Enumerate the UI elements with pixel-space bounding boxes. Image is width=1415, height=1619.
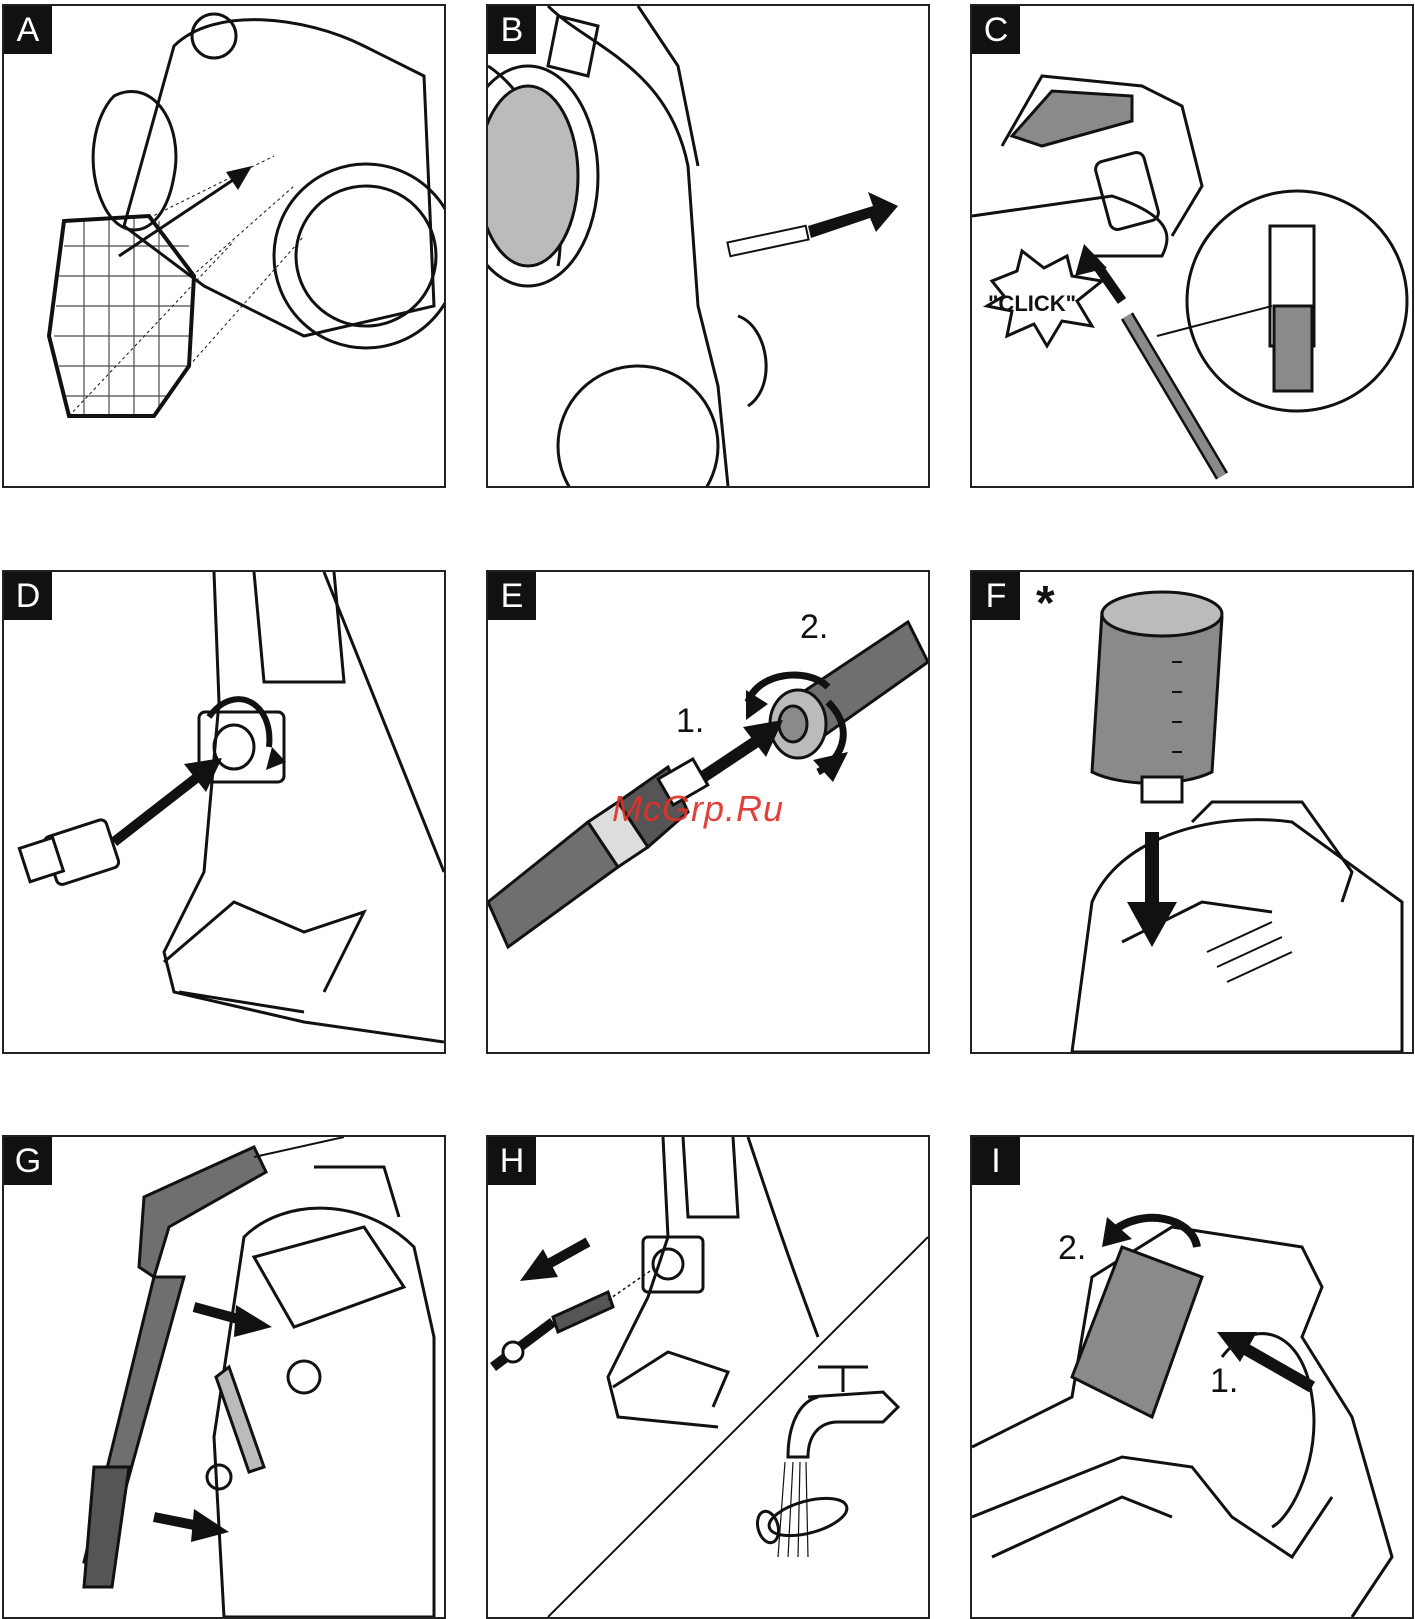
panel-label: E xyxy=(488,572,536,620)
watermark-text: McGrp.Ru xyxy=(612,788,784,830)
illustration-filter-mesh xyxy=(4,6,444,486)
panel-label: I xyxy=(972,1137,1020,1185)
illustration-lance-holder xyxy=(488,6,928,486)
panel-label: G xyxy=(4,1137,52,1185)
panel-h: H xyxy=(486,1135,930,1619)
illustration-detergent-bottle xyxy=(972,572,1412,1052)
optional-accessory-marker: * xyxy=(1036,576,1055,631)
illustration-gun-connect xyxy=(972,6,1412,486)
click-callout: "CLICK" xyxy=(988,291,1076,317)
step-2-label: 2. xyxy=(800,608,828,647)
panel-g: G xyxy=(2,1135,446,1619)
step-1-label: 1. xyxy=(676,702,704,741)
panel-b: B xyxy=(486,4,930,488)
panel-label: C xyxy=(972,6,1020,54)
panel-label: A xyxy=(4,6,52,54)
illustration-lance-storage xyxy=(4,1137,444,1617)
illustration-water-inlet xyxy=(4,572,444,1052)
panel-i: I 2. 1. xyxy=(970,1135,1414,1619)
step-1-label: 1. xyxy=(1210,1362,1238,1401)
panel-label: D xyxy=(4,572,52,620)
panel-label: F xyxy=(972,572,1020,620)
step-2-label: 2. xyxy=(1058,1229,1086,1268)
panel-d: D xyxy=(2,570,446,1054)
panel-c: C "CLICK" xyxy=(970,4,1414,488)
panel-a: A xyxy=(2,4,446,488)
illustration-filter-cleaning xyxy=(488,1137,928,1617)
illustration-trigger-lock xyxy=(972,1137,1412,1617)
panel-f: F * xyxy=(970,570,1414,1054)
panel-label: B xyxy=(488,6,536,54)
panel-label: H xyxy=(488,1137,536,1185)
